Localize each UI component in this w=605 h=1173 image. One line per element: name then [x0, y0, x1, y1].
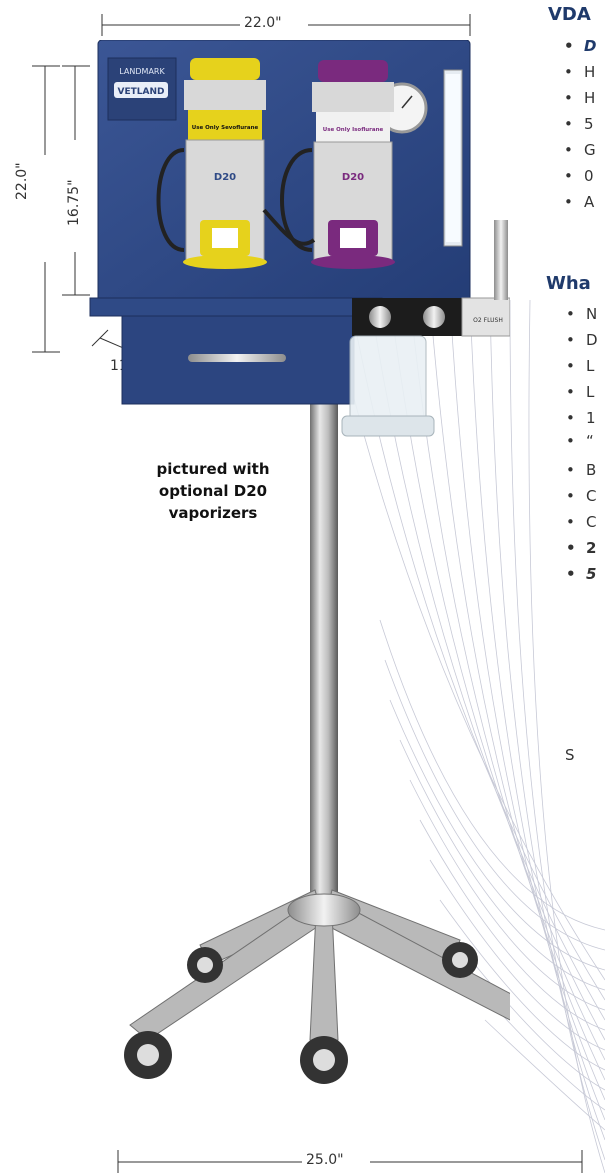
list1-item: D	[563, 37, 596, 55]
image-caption: pictured with optional D20 vaporizers	[118, 458, 308, 524]
isoflurane-label: Use Only Isoflurane	[323, 127, 384, 133]
dimension-base-width: 25.0"	[306, 1152, 344, 1168]
sevoflurane-model: D20	[214, 172, 236, 183]
o2-flush-label: O2 FLUSH	[473, 317, 503, 324]
list2-item: C	[565, 513, 596, 531]
list2-item: C	[565, 487, 596, 505]
caster-wheels	[124, 942, 478, 1084]
list2-item: L	[565, 383, 594, 401]
caption-line-3: vaporizers	[168, 504, 258, 522]
list2-continuation: “	[567, 432, 594, 450]
list1-item: H	[563, 63, 595, 81]
dimension-left-outer-height: 22.0"	[14, 162, 30, 200]
section-heading-what: Wha	[546, 273, 591, 294]
brand-top-text: LANDMARK	[119, 67, 165, 76]
list1-item: G	[565, 141, 596, 159]
list1-item: H	[563, 89, 595, 107]
list2-item: N	[566, 305, 598, 323]
list2-item: 2	[565, 539, 596, 557]
footer-cropped-text: S	[565, 746, 575, 764]
list2-item: 1	[567, 409, 596, 427]
list2-item: 5	[565, 565, 596, 583]
brand-logo-text: VETLAND	[118, 87, 165, 97]
caption-line-2: optional D20	[158, 482, 268, 500]
sevoflurane-label: Use Only Sevoflurane	[192, 125, 259, 131]
isoflurane-model: D20	[342, 172, 364, 183]
list2-item: B	[565, 461, 596, 479]
list2-item: L	[565, 357, 594, 375]
list1-item: A	[563, 193, 594, 211]
caption-line-1: pictured with	[156, 460, 270, 478]
anesthesia-machine-illustration: LANDMARK VETLAND Use Only Sevoflurane D2…	[89, 40, 510, 1084]
isoflurane-vaporizer: Use Only Isoflurane D20	[262, 60, 395, 269]
sevoflurane-vaporizer: Use Only Sevoflurane D20	[156, 58, 267, 269]
list1-item: 0	[565, 167, 594, 185]
section-heading-vda: VDA	[548, 4, 591, 25]
list1-item: 5	[565, 115, 594, 133]
dimension-top-width: 22.0"	[244, 15, 282, 31]
list2-item: D	[567, 331, 598, 349]
